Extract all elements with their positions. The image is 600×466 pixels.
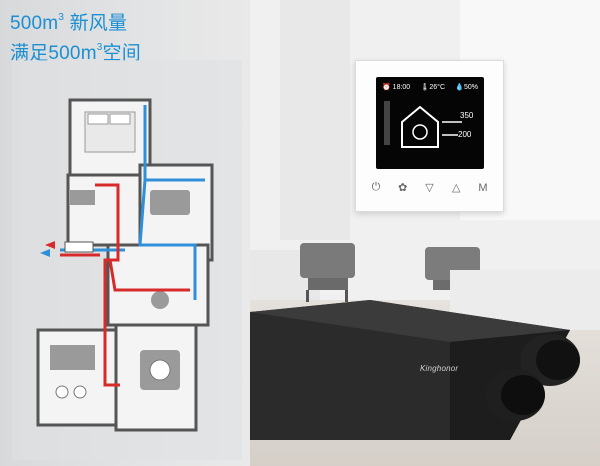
bathtub — [70, 190, 95, 205]
brand-label: Kinghonor — [420, 364, 459, 373]
headline-line-2: 满足500m3空间 — [10, 42, 141, 64]
sofa — [150, 190, 190, 215]
floor-plan-panel: 500m3 新风量 满足500m3空间 — [0, 0, 250, 466]
room-scene — [250, 0, 600, 466]
thermostat-screen: ⏰ 18:00 🌡26°C 💧50% 350 200 — [376, 77, 484, 169]
ventilator-unit — [250, 300, 580, 440]
table — [151, 291, 169, 309]
down-icon[interactable]: ▽ — [425, 182, 434, 194]
thermostat-buttons: ⏻ ✿ ▽ △ M — [368, 181, 491, 194]
mode-button[interactable]: M — [478, 181, 488, 194]
floor-plan-drawing — [12, 60, 242, 460]
ventilator-in-plan — [64, 241, 94, 253]
bed — [84, 111, 136, 153]
armchair-left — [300, 243, 355, 302]
humidity-readout: 💧50% — [455, 84, 478, 91]
room-drawing — [250, 0, 600, 466]
up-icon[interactable]: △ — [452, 182, 461, 194]
air-in-value: 350 — [460, 111, 474, 120]
clock-readout: ⏰ 18:00 — [382, 84, 411, 91]
headline: 500m3 新风量 满足500m3空间 — [10, 6, 141, 66]
fan-icon[interactable]: ✿ — [398, 182, 408, 194]
temp-readout: 🌡26°C — [420, 84, 445, 91]
headline-line-1: 500m3 新风量 — [10, 12, 128, 34]
power-icon[interactable]: ⏻ — [371, 181, 381, 193]
air-out-value: 200 — [458, 130, 472, 139]
house-fan-icon — [384, 101, 462, 148]
kitchen-counter — [50, 345, 95, 370]
red-ducts — [60, 183, 190, 387]
thermostat-panel: ⏰ 18:00 🌡26°C 💧50% 350 200 ⏻ ✿ ▽ △ M — [355, 60, 504, 212]
